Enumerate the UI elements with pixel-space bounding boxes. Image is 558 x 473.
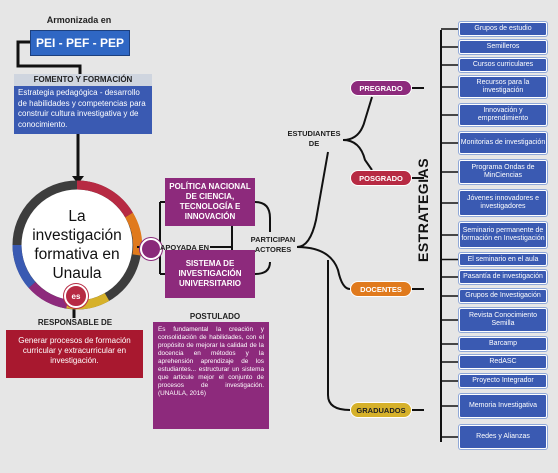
strategy-item: Recursos para la investigación xyxy=(459,76,547,98)
strategy-item: Cursos curriculares xyxy=(459,58,547,72)
strategy-item: Grupos de Investigación xyxy=(459,289,547,303)
apoyada-dot xyxy=(140,238,162,260)
sistema-box: SISTEMA DE INVESTIGACIÓN UNIVERSITARIO xyxy=(165,250,255,298)
strategy-item: Grupos de estudio xyxy=(459,22,547,36)
pei-pef-pep-box: PEI - PEF - PEP xyxy=(30,30,130,56)
strategy-item: Memoria Investigativa xyxy=(459,394,547,418)
participan-label: PARTICIPAN ACTORES xyxy=(250,235,296,254)
postulado-title: POSTULADO xyxy=(189,312,241,321)
postulado-text: Es fundamental la creación y consolidaci… xyxy=(153,322,269,429)
strategy-item: Monitorias de investigación xyxy=(459,132,547,154)
es-connector: es xyxy=(64,284,88,308)
strategy-item: RedASC xyxy=(459,355,547,369)
strategy-item: Barcamp xyxy=(459,337,547,351)
strategy-item: Jóvenes innovadores e investigadores xyxy=(459,190,547,216)
fomento-title: FOMENTO Y FORMACIÓN xyxy=(14,74,152,86)
strategy-item: Seminario permanente de formación en Inv… xyxy=(459,222,547,248)
strategy-item: Semilleros xyxy=(459,40,547,54)
docentes-badge: DOCENTES xyxy=(350,281,412,297)
pregrado-badge: PREGRADO xyxy=(350,80,412,96)
estrategias-label: ESTRATEGIAS xyxy=(415,157,431,262)
circle-ring xyxy=(12,180,143,310)
strategy-item: Redes y Alianzas xyxy=(459,425,547,449)
armonizada-label: Armonizada en xyxy=(46,15,112,25)
posgrado-badge: POSGRADO xyxy=(350,170,412,186)
politica-box: POLÍTICA NACIONAL DE CIENCIA, TECNOLOGÍA… xyxy=(165,178,255,226)
responsable-title: RESPONSABLE DE xyxy=(37,318,113,327)
strategy-ticks xyxy=(441,28,459,438)
responsable-description: Generar procesos de formación curricular… xyxy=(6,330,143,378)
strategy-item: Proyecto Integrador xyxy=(459,374,547,388)
apoyada-label: APOYADA EN xyxy=(160,243,210,252)
strategy-item: Revista Conocimiento Semilla xyxy=(459,308,547,332)
fomento-description: Estrategia pedagógica - desarrollo de ha… xyxy=(14,86,152,134)
strategy-item: Innovación y emprendimiento xyxy=(459,104,547,126)
strategy-item: El seminario en el aula xyxy=(459,253,547,266)
graduados-badge: GRADUADOS xyxy=(350,402,412,418)
strategy-item: Programa Ondas de MinCiencias xyxy=(459,160,547,184)
central-title: La investigación formativa en Unaula xyxy=(32,208,122,282)
strategy-item: Pasantía de investigación xyxy=(459,270,547,284)
estudiantes-label: ESTUDIANTES DE xyxy=(287,129,341,148)
